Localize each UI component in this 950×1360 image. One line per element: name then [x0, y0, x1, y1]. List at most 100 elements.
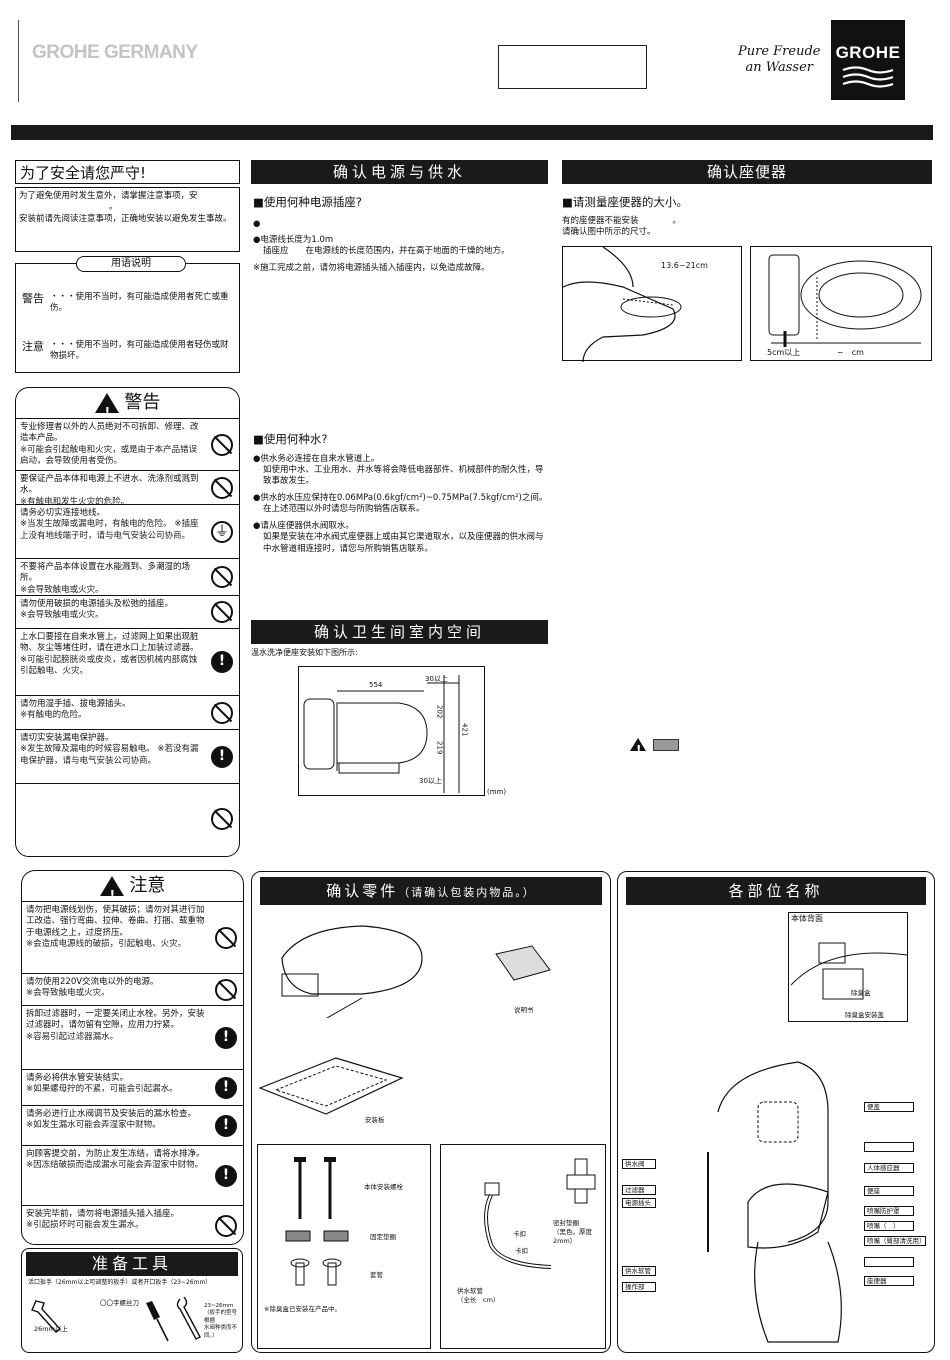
- dim-202: 202: [435, 705, 444, 719]
- toilet-dim2-label: 5cm以上: [767, 348, 801, 357]
- warning-item-main: 要保证产品本体和电源上不进水、洗涤剂或溅到水。: [20, 474, 199, 496]
- mandatory-icon: [215, 1114, 237, 1137]
- supply-hose-icon: [484, 1182, 552, 1269]
- caution-item-note: ※如发生漏水可能会弄湿家中财物。: [26, 1120, 161, 1131]
- plate-label: 安装板: [365, 1116, 385, 1124]
- label-filter: 过滤器: [622, 1185, 656, 1195]
- brand-text: GROHE GERMANY: [32, 42, 198, 63]
- tools-title: 准备工具: [26, 1252, 238, 1276]
- warning-item-note: ※有触电和发生火灾的危险。: [20, 496, 130, 507]
- warning-item: 请务必切实连接地线。※当发生故障或漏电时，有触电的危险。 ※插座上没有地线端子时…: [16, 504, 239, 558]
- warning-item-note: ※当发生故障或漏电时，有触电的危险。 ※插座上没有地线端子时，请与电气安装公司协…: [20, 519, 199, 541]
- prohibited-icon: [211, 601, 233, 623]
- slogan: Pure Freude an Wasser: [738, 44, 821, 75]
- spanner-note: 23~26mm （扳手的型号根据 水阀种类而不同。）: [204, 1303, 238, 1339]
- prohibited-icon: [215, 1214, 237, 1237]
- caution-item-note: ※因冻结破损而造成漏水可能会弄湿家中财物。: [26, 1160, 204, 1171]
- mandatory-icon: [215, 1164, 237, 1187]
- warning-item-note: ※发生故障及漏电的时候容易触电。 ※若没有漏电保护器，请与电气安装公司协商。: [20, 744, 199, 766]
- caution-item: 拆卸过滤器时，一定要关闭止水栓。另外，安装过滤器时，请勿留有空隙，应用力拧紧。※…: [22, 1005, 243, 1069]
- warning-item: 上水口要接在自来水管上。过滤网上如果出现脏物、灰尘等堵住时，请在进水口上加装过滤…: [16, 628, 239, 695]
- wave-logo-icon: [842, 66, 894, 88]
- warning-item: 要保证产品本体和电源上不进水、洗涤剂或溅到水。※有触电和发生火灾的危险。: [16, 470, 239, 507]
- caution-item: 请务必将供水管安装结实。※如果螺母拧的不紧，可能会引起漏水。: [22, 1069, 243, 1105]
- toilet-heading: ■请测量座便器的大小。: [562, 195, 688, 209]
- toilet-top-icon: [768, 254, 922, 347]
- parts-box: 确认零件（请确认包装内物品。） 说明书 安装板 本体安装螺栓 固定垫圈 套管 ※…: [251, 871, 611, 1353]
- wrench-note: 26mm以上: [34, 1325, 68, 1333]
- mandatory-icon: [215, 1076, 237, 1099]
- label-nozzle1: 喷嘴（ ）: [864, 1221, 914, 1231]
- blank-label-box: [498, 45, 647, 89]
- clip1-label: 卡扣: [513, 1230, 526, 1238]
- space-title: 确认卫生间室内空间: [251, 620, 548, 644]
- top-black-bar: [11, 125, 933, 140]
- label-panel: 操作部: [622, 1282, 656, 1292]
- caution-triangle-icon: [99, 876, 124, 910]
- warning-item-note: ※可能引起膀胱炎或皮炎，或者因机械内部腐蚀引起触电、火灾。: [20, 654, 198, 677]
- caution-item: 请勿使用220V交流电以外的电源。※会导致触电或火灾。: [22, 973, 243, 1005]
- sleeve-label: 套管: [370, 1271, 383, 1279]
- grey-label-box: [652, 738, 679, 751]
- warning-item-note: ※会导致触电或火灾。: [20, 610, 104, 621]
- toilet-side-icon: [563, 247, 682, 362]
- dim-219: 219: [435, 741, 444, 755]
- mandatory-icon: [211, 745, 233, 768]
- toilet-dim-label: 13.6~21cm: [661, 261, 708, 270]
- warning-item: 请勿用湿手插、拔电源插头。※有触电的危险。: [16, 695, 239, 729]
- caution-list: 请勿把电源线划伤，使其破损；请勿对其进行加工改造、强行弯曲、拉伸、卷曲、打捆、载…: [22, 901, 243, 1244]
- warning-remark: [630, 738, 679, 758]
- label-lid: 便盖: [864, 1102, 914, 1112]
- caution-item-note: ※会造成电源线的破损，引起触电、火灾。: [26, 939, 187, 950]
- toilet-top-diagram: 5cm以上 ~ cm: [750, 246, 932, 361]
- space-plan-icon: [303, 675, 460, 793]
- warning-list: 专业修理者以外的人员绝对不可拆卸、修理、改造本产品。※可能会引起触电和火灾，或是…: [16, 418, 239, 853]
- pad-label: 固定垫圈: [370, 1233, 396, 1241]
- dim-30-top: 30以上: [425, 675, 448, 683]
- caution-item-main: 请勿使用220V交流电以外的电源。: [26, 977, 159, 987]
- caution-box: 注意 请勿把电源线划伤，使其破损；请勿对其进行加工改造、强行弯曲、拉伸、卷曲、打…: [21, 870, 244, 1245]
- sleeve-icon: [290, 1258, 342, 1286]
- warning-item-main: 不要将产品本体设置在水能溅到、多潮湿的场所。: [20, 562, 191, 584]
- caution-item-main: 拆卸过滤器时，一定要关闭止水栓。另外，安装过滤器时，请勿留有空隙，应用力拧紧。: [26, 1009, 205, 1031]
- warning-item: 专业修理者以外的人员绝对不可拆卸、修理、改造本产品。※可能会引起触电和火灾，或是…: [16, 418, 239, 470]
- caution-desc: ・・・使用不当时，有可能造成使用者轻伤或财物损坏。: [50, 340, 229, 362]
- warning-item-note: ※可能会引起触电和火灾，或是由于本产品错误启动，会导致使用者受伤。: [20, 444, 198, 467]
- caution-item: 向顾客提交前，为防止发生冻结，请将水排净。※因冻结破损而造成漏水可能会弄湿家中财…: [22, 1145, 243, 1205]
- names-box: 各部位名称 本体背面 除臭盒 除臭盒安装盖 便盖 人体感应器 便座 喷嘴防护罩 …: [617, 871, 935, 1353]
- toilet-full-icon: [707, 1061, 842, 1343]
- warning-item-main: 专业修理者以外的人员绝对不可拆卸、修理、改造本产品。: [20, 422, 199, 444]
- grohe-logo: GROHE: [831, 20, 905, 100]
- caution-item-note: ※如果螺母拧的不紧，可能会引起漏水。: [26, 1084, 178, 1095]
- label-plug: 电源插头: [622, 1198, 656, 1208]
- label-hose: 供水软管: [622, 1266, 656, 1276]
- caution-item-main: 安装完毕前，请勿将电源插头插入插座。: [26, 1209, 180, 1219]
- warning-item: [16, 783, 239, 853]
- screwdriver-label: 〇〇字螺丝刀: [100, 1299, 139, 1307]
- back-view: 本体背面 除臭盒 除臭盒安装盖: [788, 912, 908, 1022]
- dim-554: 554: [369, 681, 383, 689]
- label-blank: [864, 1142, 914, 1152]
- back-view-icon: [790, 942, 908, 1000]
- clip2-label: 卡扣: [515, 1247, 528, 1255]
- label-sensor: 人体感应器: [864, 1163, 914, 1173]
- safety-title: 为了安全请您严守!: [15, 160, 240, 184]
- dim-421: 421: [460, 723, 469, 737]
- caution-item: 安装完毕前，请勿将电源插头插入插座。※引起损坏时可能会发生漏水。: [22, 1205, 243, 1244]
- mounting-plate-icon: [258, 1057, 404, 1115]
- bolt-label: 本体安装螺栓: [364, 1183, 403, 1191]
- warning-triangle-small-icon: [630, 738, 646, 758]
- pad-icon: [285, 1230, 349, 1242]
- warning-item-note: ※有触电的危险。: [20, 710, 87, 721]
- manual-label: 说明书: [514, 1006, 534, 1014]
- bolt-icon: [294, 1157, 336, 1219]
- deodor-label: 除臭盒: [851, 989, 871, 997]
- warning-item-main: 请切实安装漏电保护器。: [20, 733, 114, 743]
- label-bowl: 座便器: [864, 1276, 914, 1286]
- warning-item-main: 请勿使用破损的电源插头及松弛的插座。: [20, 599, 174, 609]
- caution-term: 注意: [22, 340, 44, 353]
- toilet-text: 有的座便器不能安装 。 请确认图中所示的尺寸。: [562, 216, 682, 238]
- dim-30-bottom: 30以上: [419, 777, 442, 785]
- caution-item-note: ※引起损坏时可能会发生漏水。: [26, 1220, 144, 1231]
- space-diagram: 554 30以上 202 219 421 30以上: [298, 666, 485, 796]
